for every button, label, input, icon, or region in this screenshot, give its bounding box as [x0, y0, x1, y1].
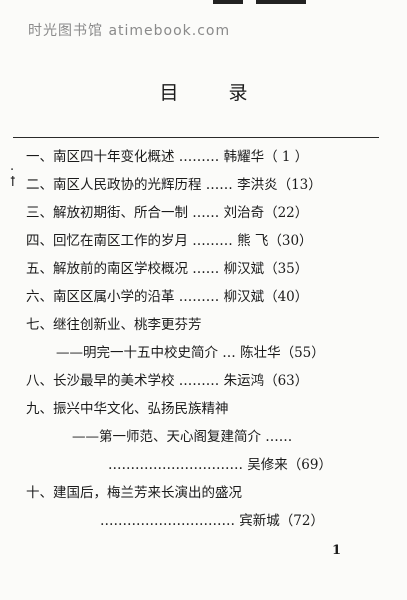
top-edge-marks — [0, 0, 407, 8]
page-number: 1 — [332, 543, 342, 558]
toc-entry-4: 四、回忆在南区工作的岁月 ……… 熊 飞（30） — [26, 233, 313, 249]
toc-entry-6: 六、南区区属小学的沿革 ……… 柳汉斌（40） — [26, 289, 309, 305]
toc-entry-3: 三、解放初期街、所合一制 …… 刘治奇（22） — [26, 205, 309, 221]
toc-entry-2: 二、南区人民政协的光辉历程 …… 李洪炎（13） — [26, 177, 322, 193]
top-bar-right — [256, 0, 306, 4]
toc-entry-7-subtitle: ——明完一十五中校史简介 … 陈壮华（55） — [56, 345, 325, 361]
toc-entry-10-author: ………………………… 宾新城（72） — [100, 513, 324, 529]
toc-entry-5: 五、解放前的南区学校概况 …… 柳汉斌（35） — [26, 261, 309, 277]
title-rule — [13, 137, 379, 138]
top-bar-left — [213, 0, 243, 4]
toc-entry-9-subtitle: ——第一师范、天心阁复建简介 …… — [72, 429, 293, 445]
page-title: 目 录 — [159, 82, 270, 104]
toc-entry-9-author: ………………………… 吴修来（69） — [108, 457, 332, 473]
watermark: 时光图书馆 atimebook.com — [28, 23, 231, 39]
margin-mark-a: · — [10, 163, 15, 178]
toc-entry-8: 八、长沙最早的美术学校 ……… 朱运鸿（63） — [26, 373, 309, 389]
toc-entry-9: 九、振兴中华文化、弘扬民族精神 — [26, 401, 229, 417]
toc-entry-7: 七、继往创新业、桃李更芬芳 — [26, 317, 202, 333]
toc-entry-1: 一、南区四十年变化概述 ……… 韩耀华（ 1 ） — [26, 149, 309, 165]
margin-mark-b: ꝉ — [10, 175, 16, 190]
toc-entry-10: 十、建国后，梅兰芳来长演出的盛况 — [26, 485, 242, 501]
